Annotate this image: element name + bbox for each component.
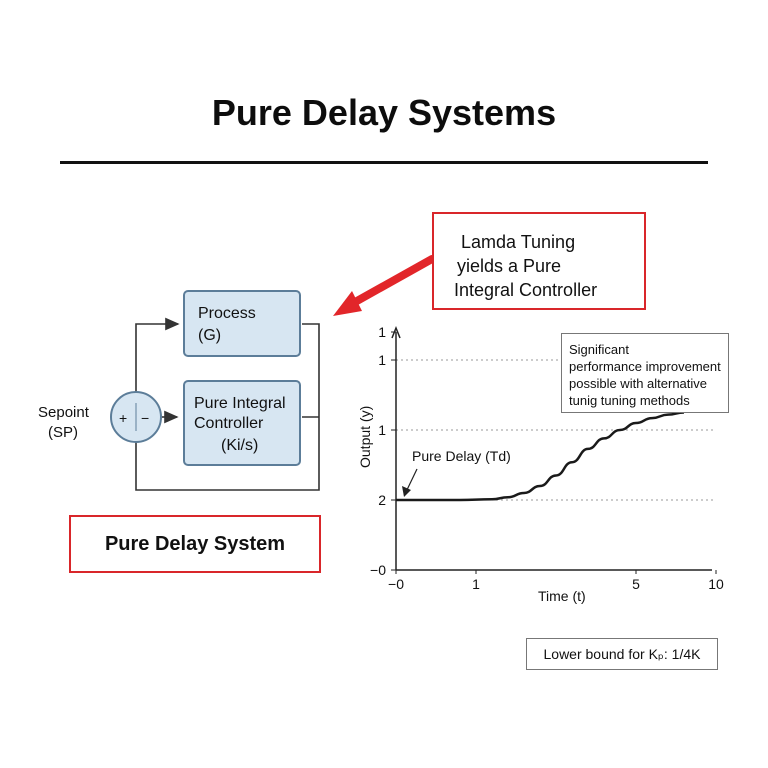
lambda-tuning-callout: Lamda Tuning yields a Pure Integral Cont… bbox=[432, 212, 646, 310]
setpoint-label: Sepoint bbox=[38, 404, 89, 421]
y-tick-label: 1 bbox=[378, 324, 386, 340]
callout-line-1: Lamda Tuning bbox=[461, 232, 576, 252]
setpoint-abbrev: (SP) bbox=[48, 424, 78, 441]
y-tick-label: 2 bbox=[378, 492, 386, 508]
performance-note: Significant performance improvement poss… bbox=[561, 333, 729, 413]
page-title: Pure Delay Systems bbox=[211, 92, 557, 133]
controller-transfer-function: (Ki/s) bbox=[221, 437, 259, 454]
callout-line-2: yields a Pure bbox=[457, 256, 562, 276]
annotation-arrow-head bbox=[402, 486, 411, 497]
title-divider bbox=[60, 161, 708, 164]
integral-controller-block: Pure Integral Controller (Ki/s) bbox=[183, 380, 301, 466]
feedback-wire-top bbox=[135, 317, 180, 411]
controller-label-1: Pure Integral bbox=[194, 395, 286, 412]
callout-arrow bbox=[344, 255, 436, 310]
feedback-wire-bottom bbox=[135, 323, 320, 491]
y-axis-arrowhead bbox=[391, 325, 401, 339]
process-symbol: (G) bbox=[198, 327, 222, 344]
note-line-3: possible with alternative bbox=[569, 376, 708, 391]
kp-lower-bound-label: Lower bound for Kₚ: 1/4K bbox=[526, 638, 718, 670]
y-axis-label: Output (y) bbox=[357, 406, 373, 468]
x-tick-label: −0 bbox=[388, 576, 404, 592]
note-line-4: tunig tuning methods bbox=[569, 393, 690, 408]
callout-arrow-head bbox=[333, 291, 362, 316]
x-tick-label: 1 bbox=[472, 576, 480, 592]
x-axis-label: Time (t) bbox=[538, 588, 586, 604]
note-line-1: Significant bbox=[569, 342, 629, 357]
process-label: Process bbox=[198, 305, 256, 322]
x-tick-label: 5 bbox=[632, 576, 640, 592]
y-tick-label: −0 bbox=[370, 562, 386, 578]
summer-minus: − bbox=[141, 410, 149, 426]
pure-delay-system-label: Pure Delay System bbox=[69, 515, 321, 573]
y-tick-label: 1 bbox=[378, 422, 386, 438]
x-tick-label: 10 bbox=[708, 576, 724, 592]
controller-label-2: Controller bbox=[194, 415, 264, 432]
callout-line-3: Integral Controller bbox=[454, 280, 598, 300]
process-block: Process (G) bbox=[183, 290, 301, 357]
note-line-2: performance improvement bbox=[569, 359, 721, 374]
pure-delay-annotation: Pure Delay (Td) bbox=[412, 448, 511, 464]
summer-plus: + bbox=[119, 410, 127, 426]
output-series-line bbox=[395, 411, 685, 502]
y-tick-label: 1 bbox=[378, 352, 386, 368]
